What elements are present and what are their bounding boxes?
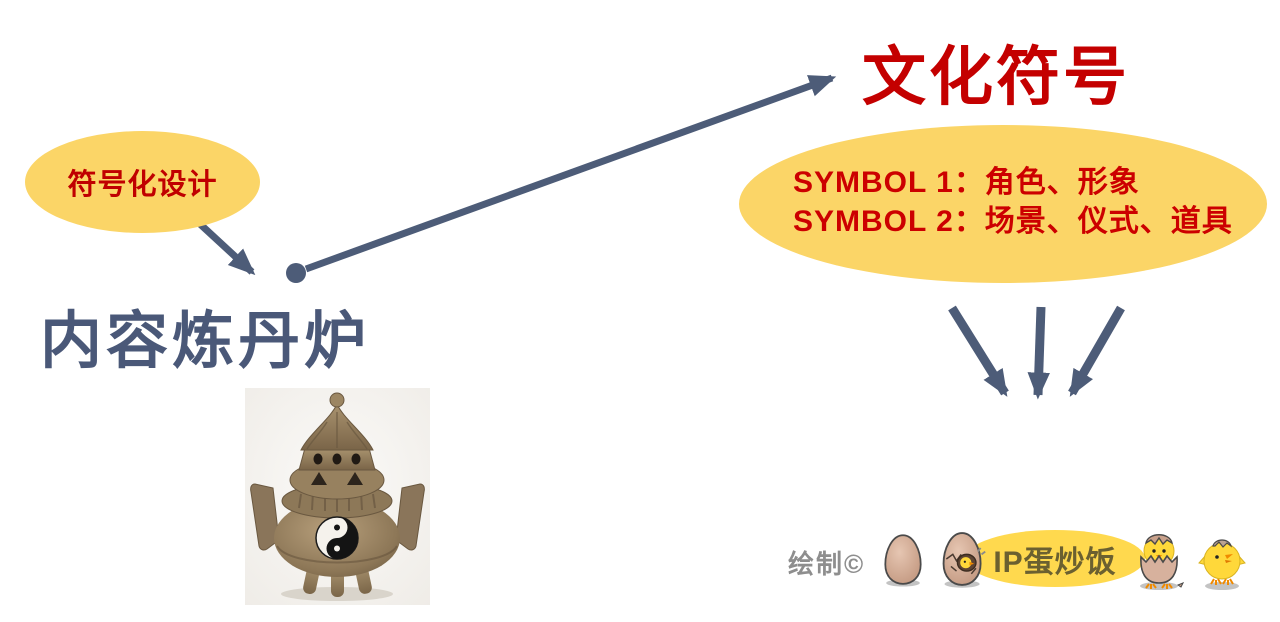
cracked-egg-icon xyxy=(942,532,986,588)
arrow-design-to-furnace xyxy=(197,221,256,276)
arrow-furnace-to-title xyxy=(304,74,837,273)
hatching-chick-icon xyxy=(1140,534,1184,590)
design-bubble: 符号化设计 xyxy=(25,131,260,233)
furnace-handle-left xyxy=(250,483,280,551)
arrow-symbol-down-mid xyxy=(1027,306,1051,400)
furnace-finial xyxy=(329,392,345,408)
arrow-symbol-down-left xyxy=(948,305,1009,397)
logo-text: IP蛋炒饭 xyxy=(993,545,1117,579)
credit-text: 绘制© xyxy=(788,549,866,579)
yin-yang-symbol xyxy=(315,516,359,560)
symbol-bubble-text: SYMBOL 1：角色、形象 SYMBOL 2：场景、仪式、道具 xyxy=(793,163,1233,241)
hatched-chick-icon xyxy=(1198,539,1246,590)
connector-dot xyxy=(286,263,306,283)
design-bubble-label: 符号化设计 xyxy=(67,169,218,201)
logo-ellipse: IP蛋炒饭 xyxy=(965,530,1145,587)
page-title: 文化符号 xyxy=(862,41,1130,113)
symbol-line-1: SYMBOL 1：角色、形象 xyxy=(793,166,1140,199)
main-label: 内容炼丹炉 xyxy=(40,307,371,376)
furnace-handle-right xyxy=(395,483,425,551)
symbol-line-2: SYMBOL 2：场景、仪式、道具 xyxy=(793,205,1233,238)
symbol-bubble xyxy=(739,125,1267,283)
furnace-photo xyxy=(245,388,430,605)
whole-egg-icon xyxy=(884,534,922,587)
arrow-symbol-down-right xyxy=(1068,305,1125,397)
